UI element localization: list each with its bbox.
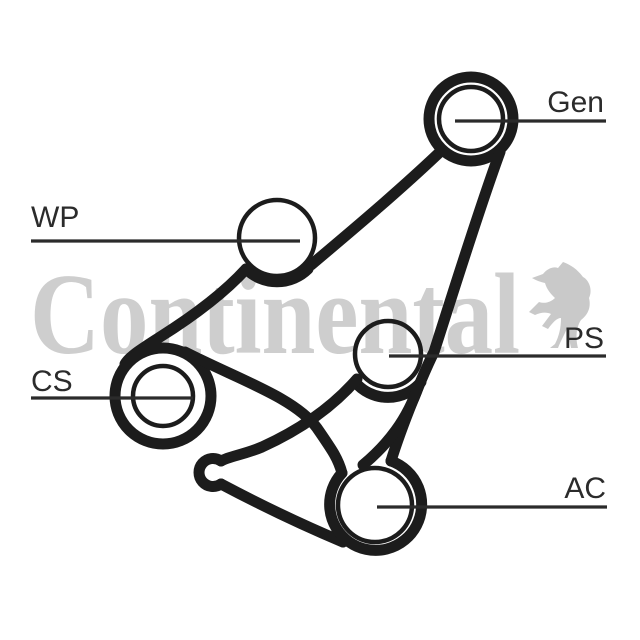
cs-pulley [130, 363, 196, 429]
belt-run-ps-ac [357, 379, 425, 471]
ac-label: AC [564, 472, 606, 505]
pulleys [130, 84, 506, 545]
ps-pulley [352, 318, 424, 390]
continental-watermark: Continental [30, 251, 591, 379]
belt-gen-wrap [423, 71, 519, 167]
belt-run-tensioner-ac [215, 478, 349, 548]
wp-pulley [236, 197, 318, 279]
ac-pulley [335, 465, 415, 545]
belt-tensioner-wrap [193, 453, 227, 492]
belt-cs-wrap [109, 342, 217, 450]
wp-label: WP [31, 201, 79, 234]
drive-belt [109, 71, 519, 556]
rearing-horse-icon [529, 262, 591, 348]
labels: Gen WP CS PS AC [31, 86, 606, 505]
cs-label: CS [31, 365, 73, 398]
belt-ac-wrap [324, 455, 428, 556]
label-lines [31, 119, 607, 509]
gen-label: Gen [547, 86, 604, 119]
belt-wp-wrap [240, 263, 314, 288]
belt-run-ps-tensioner [215, 373, 363, 467]
gen-pulley [436, 84, 506, 154]
ps-label: PS [564, 322, 604, 355]
belt-run-gen-wp [305, 145, 447, 271]
watermark-text: Continental [30, 251, 520, 379]
